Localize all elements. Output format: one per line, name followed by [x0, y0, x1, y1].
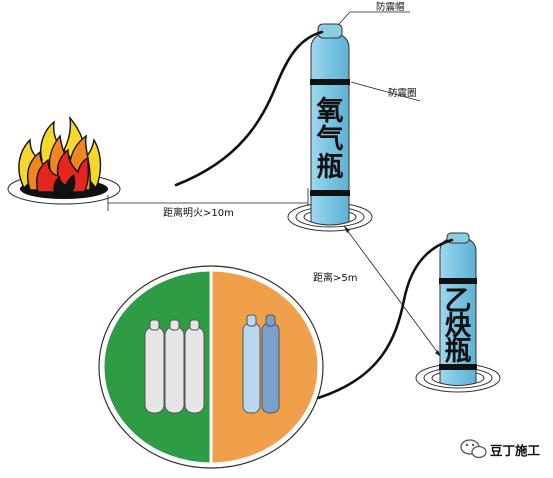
- ring-leader-line: [350, 81, 421, 102]
- oxygen-anti-shock-ring-bottom: [310, 190, 350, 196]
- acetylene-bottle: 乙 炔 瓶: [415, 232, 501, 393]
- oxygen-anti-shock-ring-top: [310, 79, 350, 85]
- watermark-label: 豆丁施工: [490, 443, 541, 458]
- oxygen-char-2: 气: [316, 124, 344, 155]
- watermark: 豆丁施工: [460, 439, 541, 459]
- distance-fire-label: 距离明火>10m: [163, 206, 234, 219]
- stored-acetylene-cylinder: [261, 314, 280, 414]
- acetylene-anti-shock-ring-top: [439, 278, 477, 284]
- stored-oxygen-cylinder: [164, 319, 185, 414]
- oxygen-char-1: 氧: [316, 96, 344, 127]
- stored-oxygen-cylinder: [144, 319, 165, 414]
- oxygen-char-3: 瓶: [317, 152, 344, 183]
- acetylene-char-3: 瓶: [445, 336, 472, 367]
- bottle-storage: [98, 265, 324, 469]
- cap-label: 防震帽: [376, 1, 405, 13]
- distance-fire-dimension: 距离明火>10m: [107, 188, 309, 219]
- oxygen-hose: [174, 30, 324, 187]
- ring-label: 防震圈: [388, 87, 417, 99]
- ring-callout: 防震圈: [350, 81, 421, 102]
- oxygen-bottle: 氧 气 瓶: [287, 23, 373, 232]
- acetylene-char-1: 乙: [445, 286, 472, 317]
- stored-oxygen-cylinder: [184, 319, 205, 414]
- storage-outer-outline: [98, 265, 324, 469]
- distance-bottles-label: 距离>5m: [313, 271, 357, 284]
- stored-oxygen-cylinders: [144, 319, 205, 414]
- acetylene-hose: [316, 238, 454, 400]
- wechat-icon: [460, 439, 487, 459]
- cap-callout: 防震帽: [338, 1, 410, 25]
- stored-acetylene-cylinders: [242, 314, 280, 414]
- bottle-dimension-arrow-top: [344, 226, 350, 233]
- cap-leader-line: [338, 11, 410, 25]
- oxygen-anti-shock-cap: [317, 23, 343, 39]
- acetylene-anti-shock-ring-bottom: [439, 364, 477, 370]
- flame-red: [36, 148, 90, 193]
- bottle-dimension-line: [343, 225, 442, 358]
- stored-acetylene-cylinder: [242, 314, 261, 414]
- flame-core: [53, 174, 76, 192]
- acetylene-char-2: 炔: [445, 311, 472, 342]
- open-fire: [7, 115, 121, 205]
- distance-bottles-dimension: 距离>5m: [313, 225, 442, 358]
- storage-inner-outline: [101, 268, 321, 466]
